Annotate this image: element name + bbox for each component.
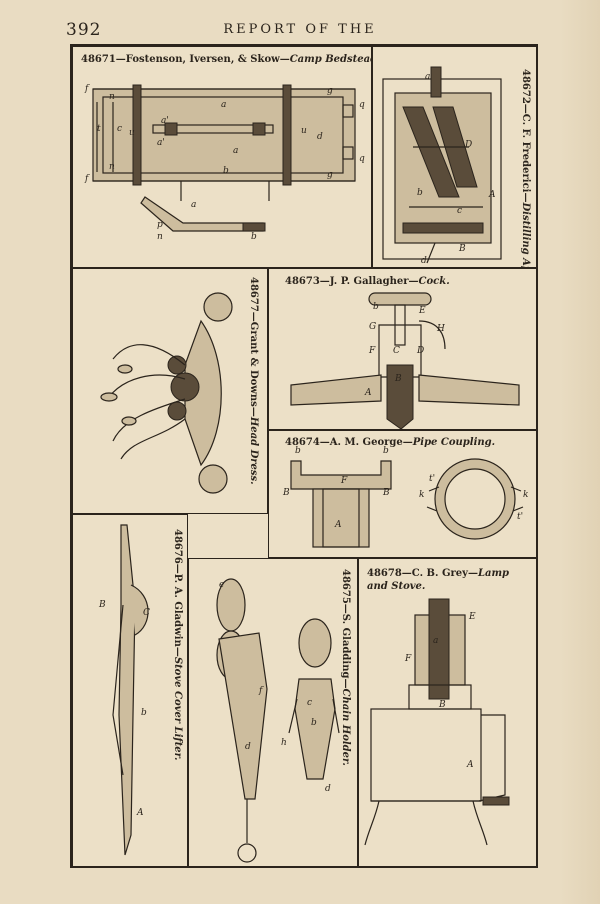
svg-text:c: c bbox=[117, 124, 122, 134]
svg-text:f: f bbox=[258, 686, 264, 696]
svg-text:a: a bbox=[233, 146, 238, 156]
svg-text:d: d bbox=[317, 132, 323, 142]
svg-text:B: B bbox=[282, 488, 290, 498]
svg-text:b: b bbox=[251, 232, 257, 242]
figure-head-dress: 48677—Grant & Downs—Head Dress. bbox=[72, 268, 268, 514]
svg-text:g: g bbox=[327, 170, 333, 180]
svg-text:a': a' bbox=[161, 116, 169, 126]
svg-text:B: B bbox=[438, 700, 446, 710]
chain-holder-drawing: e f h d bc d bbox=[216, 578, 340, 863]
svg-text:g: g bbox=[327, 86, 333, 96]
svg-text:d: d bbox=[325, 784, 331, 794]
page-header: 392 REPORT OF THE bbox=[0, 0, 600, 40]
svg-text:h: h bbox=[281, 738, 287, 748]
svg-text:n: n bbox=[109, 92, 115, 102]
svg-text:e: e bbox=[219, 580, 224, 590]
svg-text:b: b bbox=[417, 188, 423, 198]
svg-text:B: B bbox=[98, 600, 106, 610]
svg-text:c: c bbox=[307, 698, 312, 708]
caption-camp-bedstead: 48671—Fostenson, Iversen, & Skow—Camp Be… bbox=[81, 54, 372, 65]
svg-text:b: b bbox=[141, 708, 147, 718]
caption-pipe-coupling: 48674—A. M. George—Pipe Coupling. bbox=[285, 437, 496, 448]
svg-text:A: A bbox=[136, 808, 144, 818]
svg-text:a: a bbox=[191, 200, 196, 210]
pipe-coupling-drawing: b bB B F At' k k t' bbox=[282, 446, 528, 548]
running-head: REPORT OF THE bbox=[223, 22, 377, 37]
paper-edge-shading bbox=[560, 0, 600, 904]
svg-text:A: A bbox=[466, 760, 474, 770]
svg-text:C: C bbox=[393, 346, 400, 356]
distilling-apparatus-drawing: a b c D A Bd bbox=[382, 66, 502, 266]
figure-distilling-apparatus: 48672—C. F. Frederici—Distilling Apparat… bbox=[372, 46, 538, 268]
svg-text:t': t' bbox=[517, 512, 523, 522]
svg-text:D: D bbox=[464, 140, 472, 150]
svg-text:E: E bbox=[468, 612, 476, 622]
svg-text:a: a bbox=[425, 72, 430, 82]
svg-text:B: B bbox=[382, 488, 390, 498]
svg-text:d: d bbox=[421, 256, 427, 266]
svg-text:H: H bbox=[436, 324, 445, 334]
svg-text:C: C bbox=[143, 608, 150, 618]
svg-text:B: B bbox=[394, 374, 402, 384]
patent-plate: 48671—Fostenson, Iversen, & Skow—Camp Be… bbox=[70, 44, 538, 868]
svg-text:f: f bbox=[84, 174, 90, 184]
figure-stove-cover-lifter: 48676—P. A. Gladwin—Stove Cover Lifter. … bbox=[72, 514, 188, 868]
svg-text:F: F bbox=[340, 476, 348, 486]
svg-text:a': a' bbox=[157, 138, 165, 148]
svg-text:t': t' bbox=[429, 474, 435, 484]
svg-text:k: k bbox=[419, 490, 424, 500]
caption-lamp-and-stove: 48678—C. B. Grey—Lamp and Stove. bbox=[367, 568, 510, 592]
svg-text:n: n bbox=[109, 162, 115, 172]
svg-text:b: b bbox=[373, 302, 379, 312]
svg-text:A: A bbox=[364, 388, 372, 398]
head-dress-drawing bbox=[100, 292, 233, 494]
svg-text:b: b bbox=[295, 446, 301, 456]
svg-text:n: n bbox=[157, 232, 163, 242]
svg-text:b: b bbox=[223, 166, 229, 176]
cock-drawing: bG EH F C D A B bbox=[290, 292, 520, 429]
svg-text:E: E bbox=[418, 306, 426, 316]
svg-text:F: F bbox=[368, 346, 376, 356]
svg-text:B: B bbox=[458, 244, 466, 254]
figure-camp-bedstead: 48671—Fostenson, Iversen, & Skow—Camp Be… bbox=[72, 46, 372, 268]
svg-text:u: u bbox=[301, 126, 307, 136]
svg-text:D: D bbox=[416, 346, 424, 356]
svg-text:t: t bbox=[97, 124, 101, 134]
svg-text:f: f bbox=[84, 84, 90, 94]
svg-text:G: G bbox=[369, 322, 376, 332]
svg-text:F: F bbox=[404, 654, 412, 664]
caption-cock: 48673—J. P. Gallagher—Cock. bbox=[285, 276, 450, 287]
svg-text:k: k bbox=[523, 490, 528, 500]
page-number: 392 bbox=[66, 20, 102, 40]
svg-text:p: p bbox=[157, 220, 163, 230]
svg-text:b: b bbox=[383, 446, 389, 456]
svg-text:A: A bbox=[488, 190, 496, 200]
svg-text:a: a bbox=[221, 100, 226, 110]
svg-text:q: q bbox=[359, 154, 365, 164]
svg-text:b: b bbox=[311, 718, 317, 728]
svg-text:q: q bbox=[359, 100, 365, 110]
stove-cover-lifter-drawing: B CbA bbox=[98, 524, 150, 856]
svg-text:a: a bbox=[433, 636, 438, 646]
svg-text:A: A bbox=[334, 520, 342, 530]
svg-text:c: c bbox=[457, 206, 462, 216]
svg-text:d: d bbox=[245, 742, 251, 752]
lamp-and-stove-drawing: EaF B A bbox=[364, 598, 510, 846]
svg-text:u: u bbox=[129, 128, 135, 138]
